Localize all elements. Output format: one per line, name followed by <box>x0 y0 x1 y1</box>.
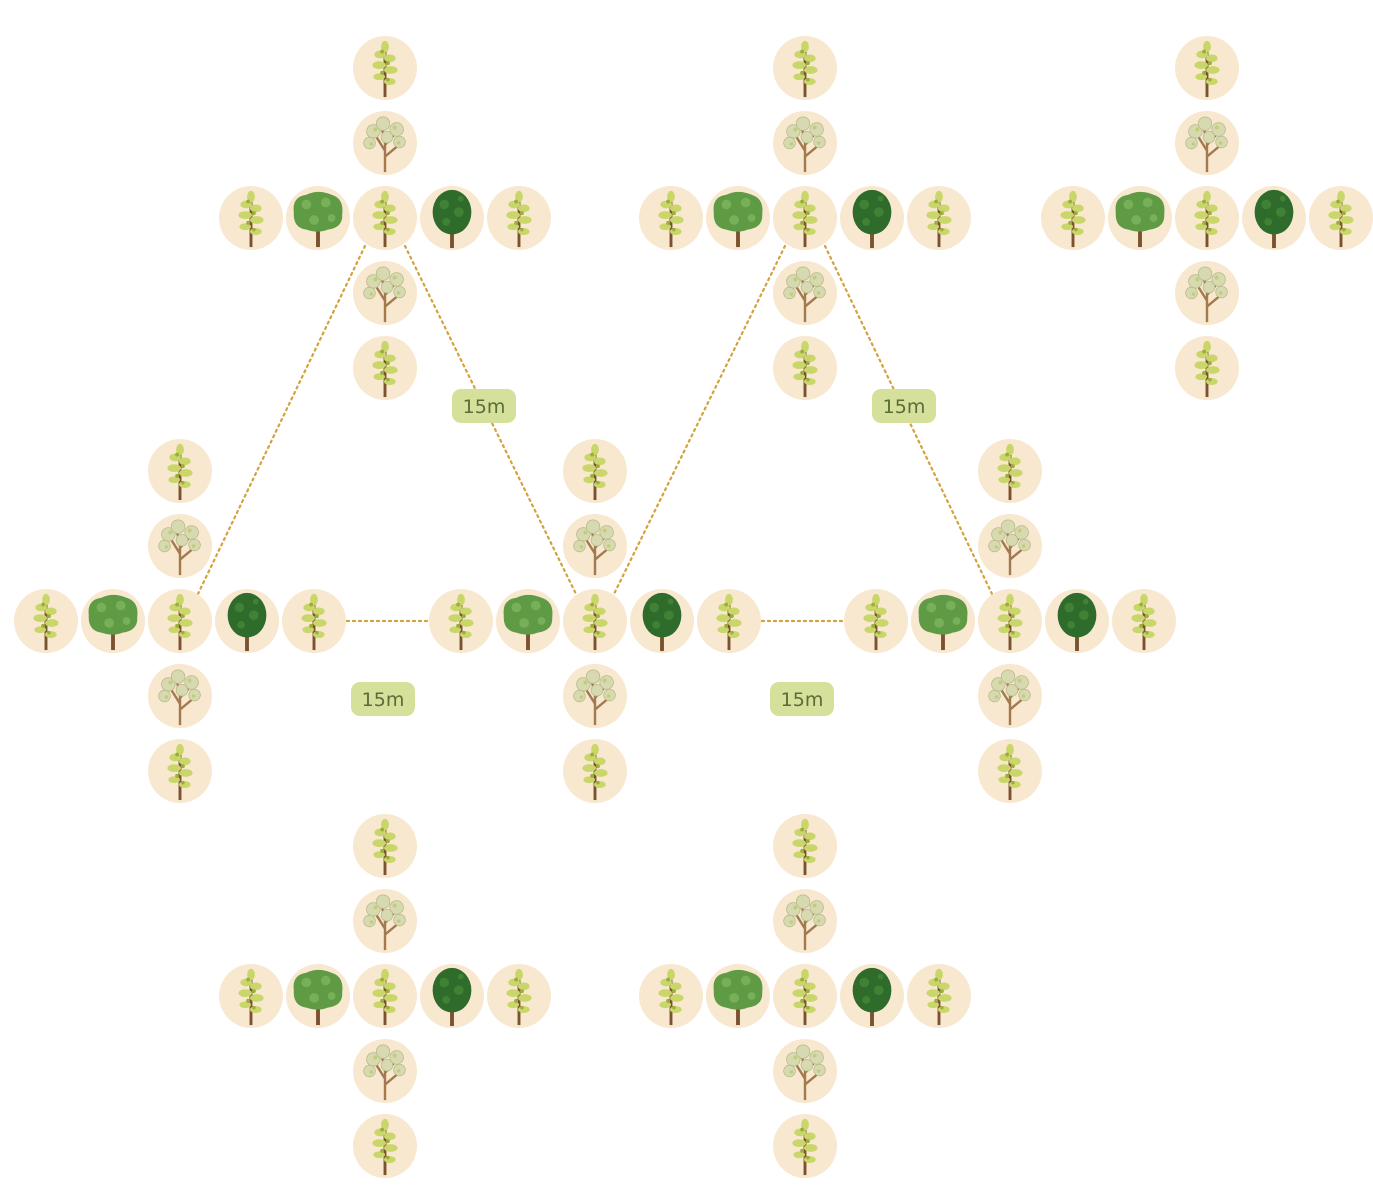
young-tree-icon <box>978 589 1042 653</box>
cluster-top-middle <box>639 36 971 400</box>
young-tree-icon <box>773 964 837 1028</box>
young-tree-icon <box>353 964 417 1028</box>
medium-tree-icon <box>911 589 975 653</box>
distance-label: 15m <box>770 682 834 716</box>
young-tree-icon <box>353 36 417 100</box>
dark-tree-icon <box>1242 186 1306 250</box>
dark-tree-icon <box>630 589 694 653</box>
dark-tree-icon <box>840 186 904 250</box>
medium-tree-icon <box>286 186 350 250</box>
young-tree-icon <box>1175 36 1239 100</box>
young-tree-icon <box>697 589 761 653</box>
young-tree-icon <box>353 336 417 400</box>
sparse-tree-icon <box>353 889 417 953</box>
young-tree-icon <box>907 186 971 250</box>
cluster-middle-center <box>429 439 761 803</box>
young-tree-icon <box>563 589 627 653</box>
sparse-tree-icon <box>773 111 837 175</box>
young-tree-icon <box>1041 186 1105 250</box>
cluster-top-right <box>1041 36 1373 400</box>
dark-tree-icon <box>840 964 904 1028</box>
cluster-middle-right <box>844 439 1176 803</box>
medium-tree-icon <box>1108 186 1172 250</box>
medium-tree-icon <box>81 589 145 653</box>
distance-label-text: 15m <box>781 689 824 711</box>
distance-label: 15m <box>452 389 516 423</box>
young-tree-icon <box>907 964 971 1028</box>
sparse-tree-icon <box>978 664 1042 728</box>
sparse-tree-icon <box>353 261 417 325</box>
young-tree-icon <box>14 589 78 653</box>
young-tree-icon <box>639 186 703 250</box>
young-tree-icon <box>978 439 1042 503</box>
sparse-tree-icon <box>773 261 837 325</box>
distance-label: 15m <box>351 682 415 716</box>
sparse-tree-icon <box>1175 111 1239 175</box>
young-tree-icon <box>563 739 627 803</box>
distance-label: 15m <box>872 389 936 423</box>
young-tree-icon <box>1112 589 1176 653</box>
sparse-tree-icon <box>773 1039 837 1103</box>
young-tree-icon <box>978 739 1042 803</box>
distance-label-text: 15m <box>463 396 506 418</box>
young-tree-icon <box>429 589 493 653</box>
young-tree-icon <box>844 589 908 653</box>
sparse-tree-icon <box>353 1039 417 1103</box>
sparse-tree-icon <box>148 514 212 578</box>
cluster-middle-left <box>14 439 346 803</box>
dark-tree-icon <box>420 186 484 250</box>
young-tree-icon <box>1175 336 1239 400</box>
young-tree-icon <box>219 186 283 250</box>
sparse-tree-icon <box>563 514 627 578</box>
cluster-bottom-left <box>219 814 551 1178</box>
young-tree-icon <box>487 186 551 250</box>
young-tree-icon <box>487 964 551 1028</box>
sparse-tree-icon <box>563 664 627 728</box>
sparse-tree-icon <box>1175 261 1239 325</box>
young-tree-icon <box>563 439 627 503</box>
spacing-line <box>195 244 367 598</box>
young-tree-icon <box>148 439 212 503</box>
young-tree-icon <box>148 589 212 653</box>
spacing-labels: 15m 15m 15m 15m <box>351 389 936 716</box>
distance-label-text: 15m <box>362 689 405 711</box>
young-tree-icon <box>1175 186 1239 250</box>
young-tree-icon <box>773 36 837 100</box>
young-tree-icon <box>282 589 346 653</box>
young-tree-icon <box>1309 186 1373 250</box>
sparse-tree-icon <box>773 889 837 953</box>
medium-tree-icon <box>706 186 770 250</box>
cluster-top-left <box>219 36 551 400</box>
medium-tree-icon <box>706 964 770 1028</box>
sparse-tree-icon <box>353 111 417 175</box>
young-tree-icon <box>639 964 703 1028</box>
young-tree-icon <box>219 964 283 1028</box>
dark-tree-icon <box>420 964 484 1028</box>
young-tree-icon <box>773 1114 837 1178</box>
spacing-line <box>611 244 787 598</box>
cluster-bottom-middle <box>639 814 971 1178</box>
young-tree-icon <box>353 814 417 878</box>
dark-tree-icon <box>215 589 279 653</box>
distance-label-text: 15m <box>883 396 926 418</box>
young-tree-icon <box>353 1114 417 1178</box>
young-tree-icon <box>148 739 212 803</box>
tree-clusters <box>14 36 1373 1178</box>
medium-tree-icon <box>286 964 350 1028</box>
young-tree-icon <box>773 814 837 878</box>
medium-tree-icon <box>496 589 560 653</box>
sparse-tree-icon <box>978 514 1042 578</box>
young-tree-icon <box>773 336 837 400</box>
young-tree-icon <box>353 186 417 250</box>
dark-tree-icon <box>1045 589 1109 653</box>
sparse-tree-icon <box>148 664 212 728</box>
young-tree-icon <box>773 186 837 250</box>
